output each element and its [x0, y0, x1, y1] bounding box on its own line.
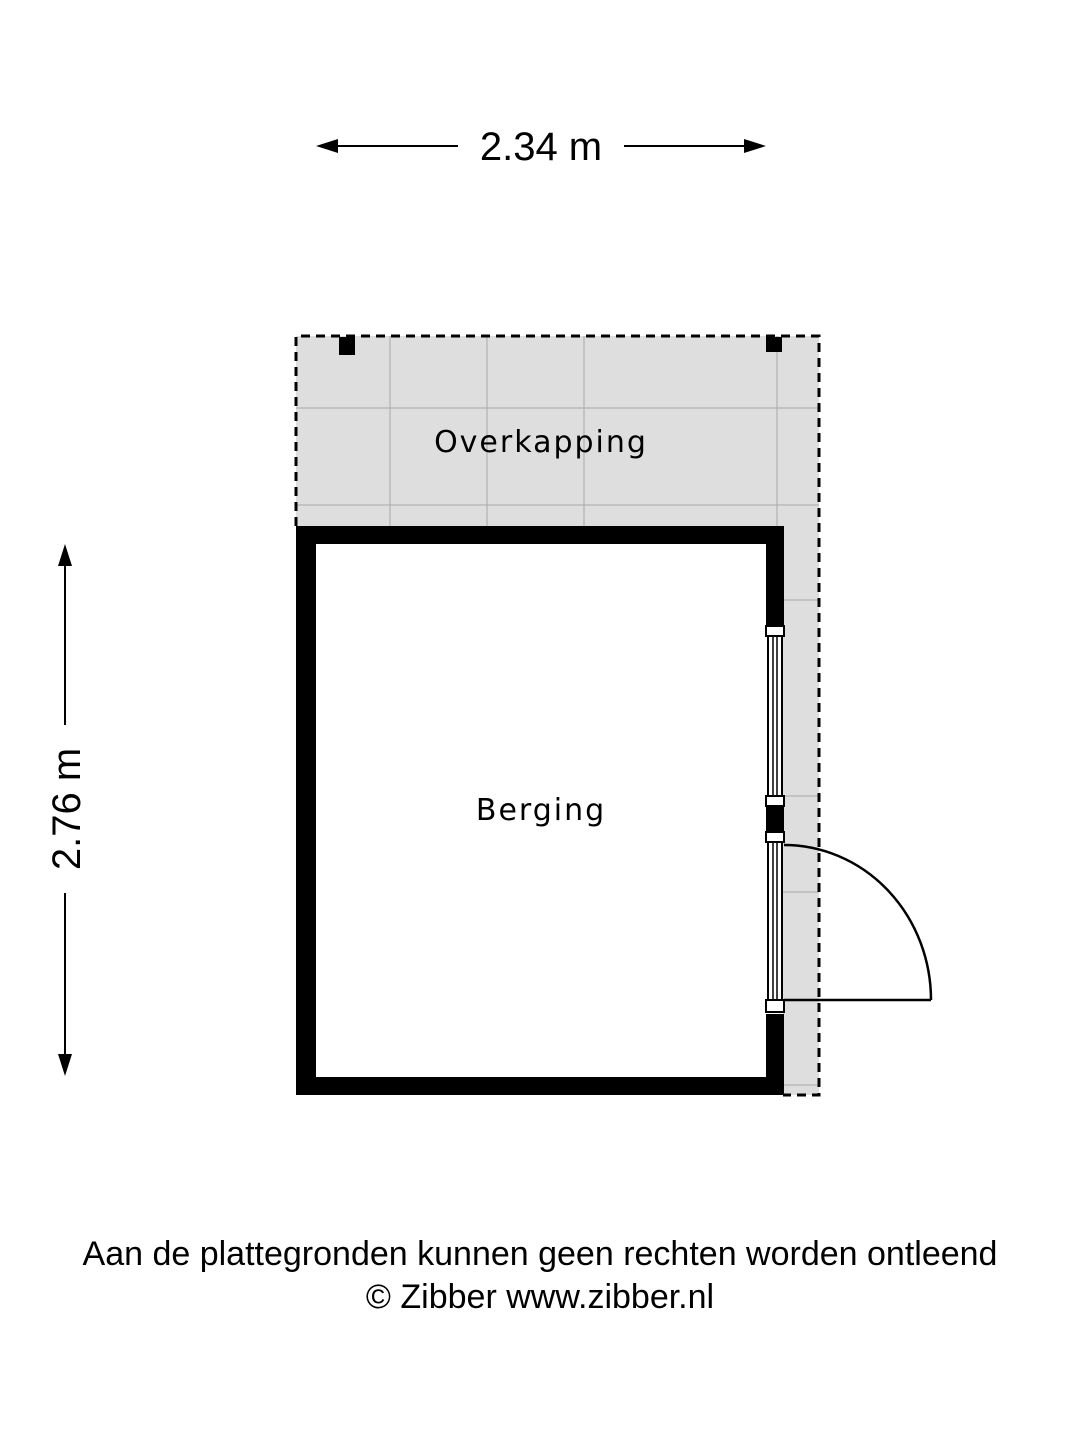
width-label: 2.34 m: [480, 125, 602, 169]
canopy-post-right: [766, 337, 782, 352]
room-label-storage: Berging: [476, 793, 606, 828]
wall-bottom: [296, 1077, 784, 1095]
height-label: 2.76 m: [45, 748, 89, 870]
door: [765, 831, 933, 1013]
canopy-dashed-outline: [294, 334, 821, 1097]
canopy-grid-lines: [296, 336, 819, 1086]
height-dimension: 2.76 m: [45, 544, 89, 1076]
canopy-area: [294, 334, 821, 1097]
width-dimension: 2.34 m: [316, 125, 766, 169]
wall-top: [296, 526, 784, 544]
canopy-side-fill: [783, 526, 819, 1095]
wall-left: [296, 526, 316, 1095]
copyright-text: © Zibber www.zibber.nl: [365, 1278, 715, 1316]
room-label-canopy: Overkapping: [434, 425, 648, 460]
wall-right-upper: [766, 526, 784, 626]
wall-right-lower: [766, 1014, 784, 1095]
wall-right-middle: [766, 806, 784, 832]
storage-walls: [296, 526, 784, 1095]
disclaimer-text: Aan de plattegronden kunnen geen rechten…: [82, 1235, 998, 1273]
canopy-top-fill: [296, 336, 819, 526]
window: [765, 625, 785, 807]
door-swing-arc: [783, 843, 933, 1001]
canopy-post-left: [339, 337, 355, 355]
